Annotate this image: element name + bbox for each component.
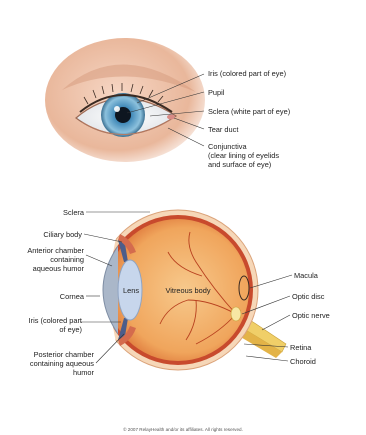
label-cornea: Cornea	[10, 292, 84, 301]
external-eye-illustration	[45, 38, 205, 162]
label-macula: Macula	[294, 271, 354, 280]
label-optic-disc: Optic disc	[292, 292, 352, 301]
label-pupil: Pupil	[208, 88, 328, 97]
label-sclera: Sclera	[10, 208, 84, 217]
label-sclera-top: Sclera (white part of eye)	[208, 107, 358, 116]
label-vitreous-body: Vitreous body	[158, 286, 218, 295]
label-iris-top: Iris (colored part of eye)	[208, 69, 358, 78]
label-retina: Retina	[290, 343, 350, 352]
label-choroid: Choroid	[290, 357, 350, 366]
label-lens: Lens	[118, 286, 144, 295]
label-anterior-chamber: Anterior chamber containing aqueous humo…	[2, 246, 84, 273]
label-tear-duct: Tear duct	[208, 125, 328, 134]
label-ciliary-body: Ciliary body	[4, 230, 82, 239]
label-conjunctiva: Conjunctiva (clear lining of eyelids and…	[208, 142, 358, 169]
label-posterior-chamber: Posterior chamber containing aqueous hum…	[2, 350, 94, 377]
copyright-notice: © 2007 RelayHealth and/or its affiliates…	[70, 425, 296, 434]
label-iris-section: Iris (colored part of eye)	[2, 316, 82, 334]
label-optic-nerve: Optic nerve	[292, 311, 354, 320]
